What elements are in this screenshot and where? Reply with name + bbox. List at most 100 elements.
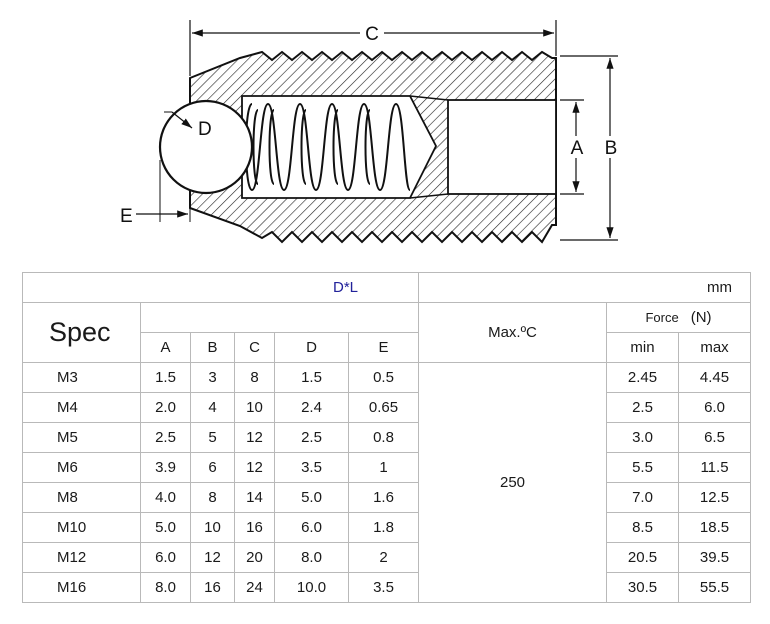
force-max-cell: 55.5 (678, 572, 751, 603)
dim-d-cell: 2.5 (274, 422, 349, 453)
max-temp-header: Max.ºC (418, 302, 607, 363)
force-min-cell: 8.5 (606, 512, 679, 543)
header-row-2: A B C D E min max (23, 332, 751, 363)
force-max-cell: 39.5 (678, 542, 751, 573)
dimension-b-label: B (605, 138, 618, 159)
dim-e-cell: 0.5 (348, 362, 419, 393)
spec-cell: M8 (22, 482, 141, 513)
spec-cell: M3 (22, 362, 141, 393)
dim-d-cell: 3.5 (274, 452, 349, 483)
dim-d-cell: 5.0 (274, 482, 349, 513)
dimension-c-label: C (365, 24, 379, 45)
dim-a-cell: 6.0 (140, 542, 191, 573)
force-max-cell: 4.45 (678, 362, 751, 393)
hex-socket (447, 99, 557, 195)
dim-b-cell: 16 (190, 572, 235, 603)
spec-cell: M6 (22, 452, 141, 483)
dimension-d-leader (171, 111, 193, 129)
dim-c-cell: 8 (234, 362, 275, 393)
dim-c-cell: 12 (234, 422, 275, 453)
force-max-cell: 6.5 (678, 422, 751, 453)
force-min-cell: 3.0 (606, 422, 679, 453)
dim-c-cell: 14 (234, 482, 275, 513)
force-max-cell: 18.5 (678, 512, 751, 543)
dim-a-cell: 2.0 (140, 392, 191, 423)
force-max-cell: 6.0 (678, 392, 751, 423)
col-header-e: E (348, 332, 419, 363)
title-row: D*L mm (22, 272, 751, 303)
force-min-cell: 7.0 (606, 482, 679, 513)
dim-b-cell: 10 (190, 512, 235, 543)
dim-e-cell: 1 (348, 452, 419, 483)
force-min-cell: 30.5 (606, 572, 679, 603)
col-header-b: B (190, 332, 235, 363)
dim-e-cell: 1.6 (348, 482, 419, 513)
dimension-e-label: E (120, 206, 133, 227)
ball-plunger-diagram: C B A D E (120, 20, 622, 244)
dimension-d-label: D (198, 119, 212, 140)
spec-cell: M4 (22, 392, 141, 423)
table-title: D*L (22, 272, 419, 303)
col-header-c: C (234, 332, 275, 363)
force-unit: (N) (690, 309, 712, 326)
force-label: Force (645, 310, 679, 325)
dim-b-cell: 3 (190, 362, 235, 393)
dim-e-cell: 2 (348, 542, 419, 573)
spec-cell: M16 (22, 572, 141, 603)
spec-cell: M10 (22, 512, 141, 543)
col-header-min: min (606, 332, 679, 363)
spec-cell: M12 (22, 542, 141, 573)
force-header: Force (N) (606, 302, 751, 333)
dim-c-cell: 10 (234, 392, 275, 423)
max-temp-cell: 250 (418, 362, 607, 603)
dimension-a-label: A (571, 138, 584, 159)
dim-a-cell: 4.0 (140, 482, 191, 513)
dim-b-cell: 5 (190, 422, 235, 453)
dim-a-cell: 3.9 (140, 452, 191, 483)
force-min-cell: 5.5 (606, 452, 679, 483)
force-min-cell: 2.5 (606, 392, 679, 423)
col-header-d: D (274, 332, 349, 363)
header-row-1: Spec Max.ºC Force(N) (22, 302, 751, 363)
unit-label: mm (418, 272, 751, 303)
dim-e-cell: 3.5 (348, 572, 419, 603)
dim-c-cell: 24 (234, 572, 275, 603)
dim-e-cell: 1.8 (348, 512, 419, 543)
dim-d-cell: 1.5 (274, 362, 349, 393)
dim-a-cell: 2.5 (140, 422, 191, 453)
dim-a-cell: 1.5 (140, 362, 191, 393)
spring (245, 102, 411, 192)
dim-e-cell: 0.8 (348, 422, 419, 453)
dimension-group-header (140, 302, 419, 333)
force-min-cell: 2.45 (606, 362, 679, 393)
ball (158, 99, 254, 195)
force-min-cell: 20.5 (606, 542, 679, 573)
force-max-cell: 11.5 (678, 452, 751, 483)
dim-d-cell: 10.0 (274, 572, 349, 603)
spec-cell: M5 (22, 422, 141, 453)
dim-b-cell: 8 (190, 482, 235, 513)
dim-a-cell: 8.0 (140, 572, 191, 603)
dim-b-cell: 6 (190, 452, 235, 483)
dim-e-cell: 0.65 (348, 392, 419, 423)
dim-b-cell: 4 (190, 392, 235, 423)
dim-a-cell: 5.0 (140, 512, 191, 543)
dim-d-cell: 2.4 (274, 392, 349, 423)
dim-b-cell: 12 (190, 542, 235, 573)
col-header-a: A (140, 332, 191, 363)
force-max-cell: 12.5 (678, 482, 751, 513)
dim-d-cell: 6.0 (274, 512, 349, 543)
dim-c-cell: 20 (234, 542, 275, 573)
dim-c-cell: 16 (234, 512, 275, 543)
col-header-max: max (678, 332, 751, 363)
spec-table: D*L mm Spec Max.ºC Force(N) A B C D E mi… (22, 272, 751, 603)
dim-d-cell: 8.0 (274, 542, 349, 573)
